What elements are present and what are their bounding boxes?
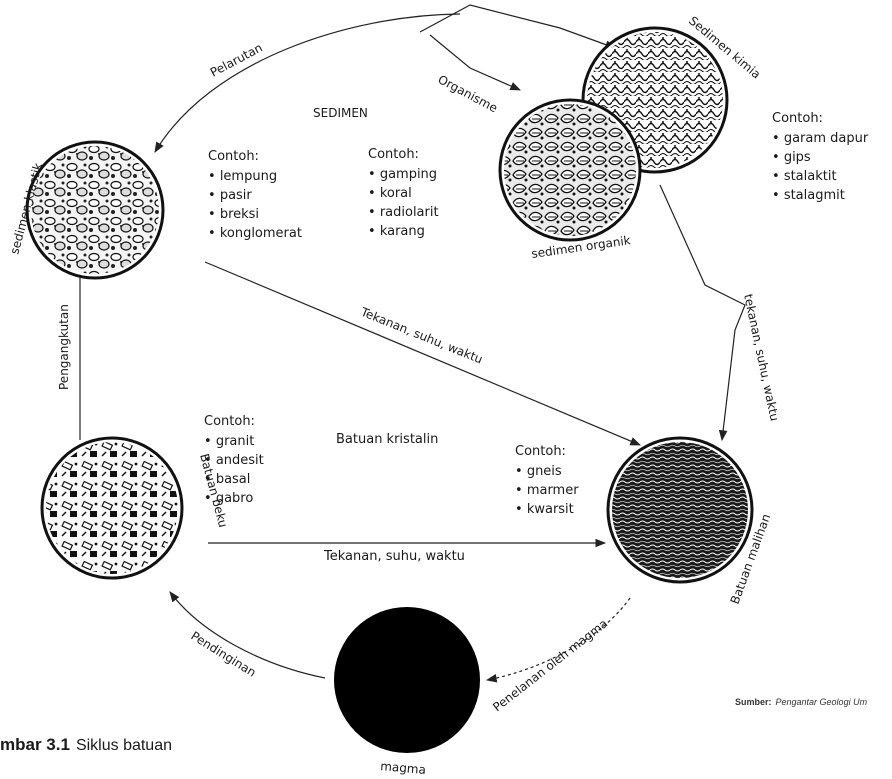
label-magma: magma (380, 759, 427, 775)
example-item: • konglomerat (208, 226, 302, 241)
examples-heading: Contoh: (515, 444, 566, 459)
example-item: • gamping (368, 167, 437, 182)
example-item: • stalaktit (772, 169, 837, 184)
section-sedimen: SEDIMEN (313, 106, 368, 120)
examples-heading: Contoh: (204, 414, 255, 429)
example-item: • marmer (515, 483, 579, 498)
example-item: • gneis (515, 464, 562, 479)
section-batuan-kristalin: Batuan kristalin (336, 432, 438, 447)
examples-organik: Contoh: • gamping • koral • radiolarit •… (368, 147, 439, 239)
process-tekanan-right: tekanan, suhu, waktu (741, 293, 782, 423)
example-item: • karang (368, 224, 425, 239)
arrow-pelarutan (155, 14, 460, 152)
rock-batuan-malihan (608, 438, 752, 582)
rock-magma (334, 607, 480, 753)
arrow-pelarutan-to-kimia (420, 5, 615, 48)
examples-beku: Contoh: • granit • andesit • basal • gab… (204, 414, 264, 506)
process-tekanan-bottom: Tekanan, suhu, waktu (323, 549, 465, 564)
example-item: • granit (204, 434, 254, 449)
example-item: • kwarsit (515, 502, 574, 517)
examples-klastik: Contoh: • lempung • pasir • breksi • kon… (208, 149, 302, 241)
process-tekanan-diagonal: Tekanan, suhu, waktu (358, 304, 485, 366)
rock-sedimen-organik (500, 100, 640, 240)
arrow-tekanan-right (660, 185, 745, 440)
examples-kimia: Contoh: • garam dapur • gips • stalaktit… (772, 111, 869, 203)
example-item: • basal (204, 472, 250, 487)
examples-heading: Contoh: (772, 111, 823, 126)
example-item: • radiolarit (368, 205, 439, 220)
process-pendinginan: Pendinginan (188, 629, 258, 680)
examples-heading: Contoh: (208, 149, 259, 164)
example-item: • lempung (208, 169, 277, 184)
example-item: • stalagmit (772, 188, 845, 203)
example-item: • breksi (208, 207, 259, 222)
rock-batuan-beku (42, 438, 182, 578)
example-item: • garam dapur (772, 131, 869, 146)
example-item: • gabro (204, 491, 253, 506)
process-organisme: Organisme (436, 72, 500, 115)
process-penelanan: Penelanan oleh magma (490, 616, 610, 714)
process-pengangkutan: Pengangkutan (57, 304, 71, 390)
arrow-tekanan-diagonal (205, 262, 640, 445)
rock-sedimen-klastik (27, 142, 163, 278)
example-item: • gips (772, 150, 811, 165)
figure-source: Sumber:Pengantar Geologi Um (735, 697, 868, 707)
example-item: • andesit (204, 453, 264, 468)
example-item: • pasir (208, 188, 252, 203)
examples-malihan: Contoh: • gneis • marmer • kwarsit (515, 444, 579, 517)
example-item: • koral (368, 186, 412, 201)
examples-heading: Contoh: (368, 147, 419, 162)
